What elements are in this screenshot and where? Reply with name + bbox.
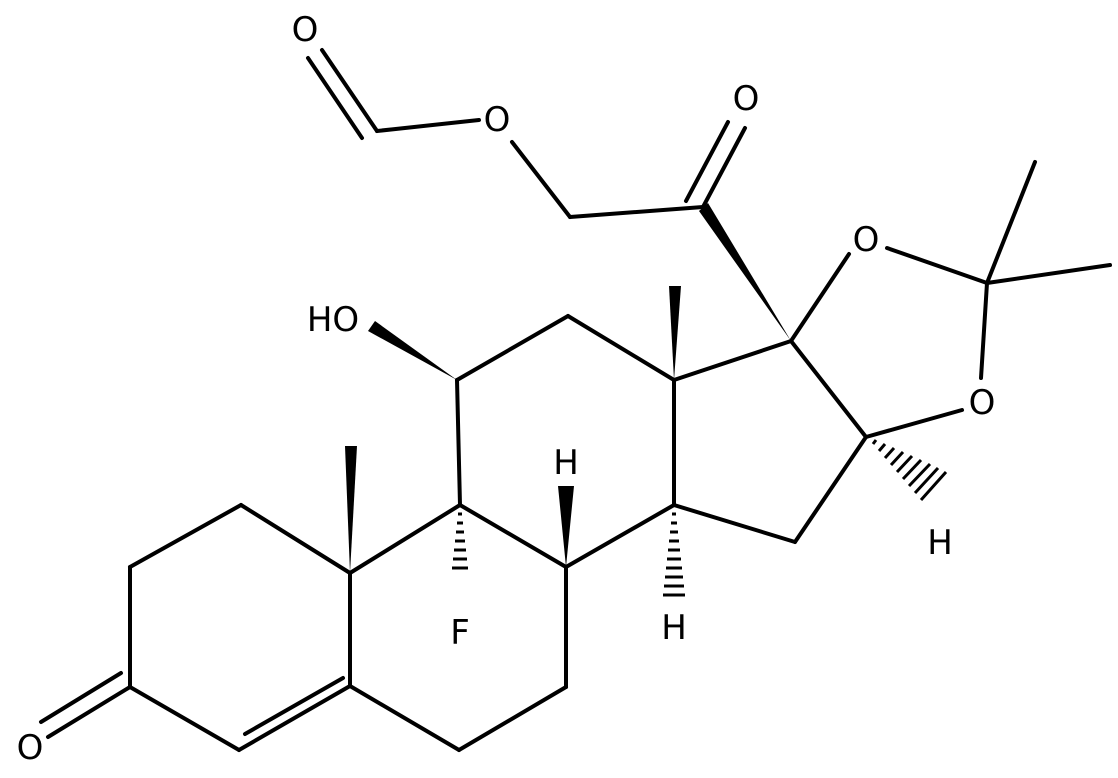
bond <box>455 378 462 507</box>
wedge-bond <box>558 486 574 567</box>
hashed-bond-h14 <box>663 512 685 597</box>
bond <box>985 160 1037 285</box>
bond <box>566 314 676 382</box>
atom-label-hydroxyl: HO <box>307 300 359 340</box>
bond <box>348 684 461 752</box>
bond <box>348 503 462 575</box>
bond <box>701 126 747 209</box>
bond <box>128 503 243 569</box>
atom-label-h8: H <box>553 443 579 483</box>
atom-label-o-ketone-c20: O <box>733 79 760 119</box>
bond <box>243 676 345 736</box>
bond <box>885 246 989 285</box>
bond <box>684 120 730 203</box>
bond <box>510 140 572 219</box>
bond <box>128 685 241 752</box>
bond <box>979 281 989 380</box>
bond <box>455 314 570 382</box>
hashed-bond-h16 <box>871 439 948 501</box>
atom-label-h14: H <box>661 608 687 648</box>
bond <box>306 56 364 140</box>
wedge-bond <box>699 203 791 341</box>
bond <box>375 118 481 133</box>
bond <box>672 503 797 544</box>
bond <box>864 408 964 439</box>
wedge-bond <box>368 321 457 380</box>
atom-label-o-ring-upper: O <box>853 220 880 260</box>
atom-label-o-formyl: O <box>292 10 319 50</box>
atom-label-o-ring-lower: O <box>969 383 996 423</box>
bond <box>237 684 352 752</box>
bond <box>789 252 851 343</box>
bond <box>985 263 1112 285</box>
wedge-bond <box>669 286 681 380</box>
bond <box>564 503 676 569</box>
bond <box>789 339 868 439</box>
bond <box>320 48 379 133</box>
atom-label-h16: H <box>927 523 953 563</box>
bond <box>793 435 868 544</box>
atom-label-o-ester: O <box>484 100 511 140</box>
wedge-bond <box>345 446 357 573</box>
atom-label-fluorine: F <box>450 613 470 653</box>
bond <box>457 685 568 752</box>
bond <box>568 205 705 219</box>
atom-label-o-ketone-c3: O <box>17 728 44 768</box>
hashed-bond-f <box>452 512 468 570</box>
bond <box>239 503 352 575</box>
bond <box>39 671 123 724</box>
bond <box>458 503 568 569</box>
bond <box>672 339 793 382</box>
bond <box>46 685 132 739</box>
